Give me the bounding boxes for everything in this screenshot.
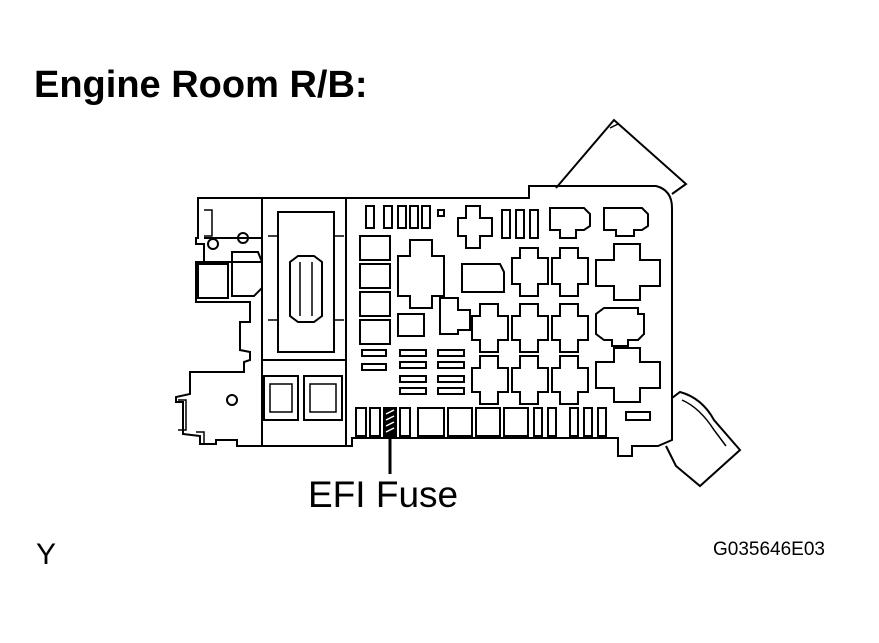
relay-large-right-1 — [595, 243, 661, 301]
connector-top-right-2 — [603, 207, 649, 237]
efi-fuse-highlight — [385, 409, 395, 435]
corner-mark: Y — [36, 538, 57, 571]
relay-cross-2 — [439, 297, 471, 335]
efi-fuse-label: EFI Fuse — [308, 474, 459, 515]
figure-code: G035646E03 — [713, 539, 825, 560]
large-relay — [277, 211, 335, 353]
side-connector — [197, 263, 229, 299]
relay-connector-a — [461, 263, 505, 293]
relay-cross-1 — [397, 239, 445, 309]
relay-top-1 — [457, 205, 493, 249]
connector-top-right-1 — [549, 207, 591, 239]
side-connector-2 — [231, 251, 263, 297]
relay-large-right-2 — [595, 307, 645, 347]
relay-bottom-left-2 — [303, 375, 343, 421]
relay-block-outline — [175, 185, 673, 457]
left-fuse-column — [359, 235, 391, 345]
relay-grid — [471, 247, 589, 405]
side-bracket — [665, 390, 742, 488]
top-tab — [555, 118, 688, 195]
relay-bottom-left-1 — [263, 375, 299, 421]
top-fuse-row — [365, 205, 445, 229]
diagram-title: Engine Room R/B: — [34, 64, 368, 106]
mini-fuse-grid — [361, 313, 465, 395]
bottom-fuse-row — [355, 407, 607, 437]
relay-large-right-3 — [595, 347, 661, 403]
